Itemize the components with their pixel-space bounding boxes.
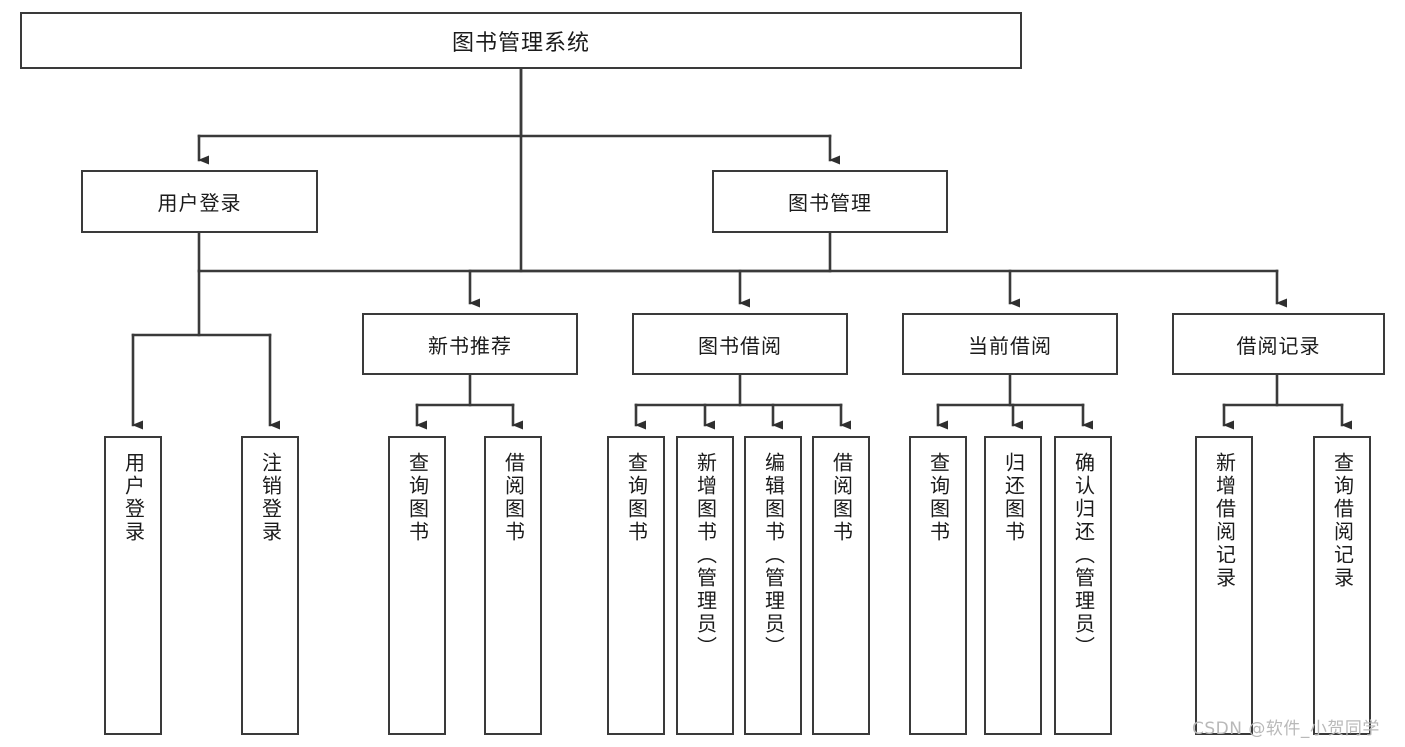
leaf-query-book-current-label: 查询图书 — [926, 452, 951, 544]
leaf-return-book-label: 归还图书 — [1001, 452, 1026, 544]
leaf-edit-book-admin[interactable]: 编辑图书（管理员） — [744, 436, 802, 735]
leaf-add-borrow-record-label: 新增借阅记录 — [1212, 452, 1237, 590]
leaf-return-book[interactable]: 归还图书 — [984, 436, 1042, 735]
leaf-query-book-recommend[interactable]: 查询图书 — [388, 436, 446, 735]
watermark: CSDN @软件_小贺同学 — [1192, 719, 1380, 739]
node-root-label: 图书管理系统 — [451, 30, 590, 56]
leaf-query-book-recommend-label: 查询图书 — [405, 452, 430, 544]
node-new-book-recommend[interactable]: 新书推荐 — [362, 313, 578, 375]
leaf-user-login[interactable]: 用户登录 — [104, 436, 162, 735]
leaf-edit-book-admin-label: 编辑图书（管理员） — [761, 452, 786, 659]
node-user-login[interactable]: 用户登录 — [81, 170, 318, 233]
leaf-borrow-book-recommend[interactable]: 借阅图书 — [484, 436, 542, 735]
node-borrow-record-label: 借阅记录 — [1236, 333, 1321, 358]
leaf-add-book-admin-label: 新增图书（管理员） — [693, 452, 718, 659]
node-user-login-label: 用户登录 — [157, 191, 242, 215]
node-current-borrow[interactable]: 当前借阅 — [902, 313, 1118, 375]
leaf-borrow-book-recommend-label: 借阅图书 — [501, 452, 526, 544]
node-current-borrow-label: 当前借阅 — [968, 333, 1052, 358]
leaf-query-borrow-record-label: 查询借阅记录 — [1330, 452, 1355, 590]
leaf-add-book-admin[interactable]: 新增图书（管理员） — [676, 436, 734, 735]
leaf-add-borrow-record[interactable]: 新增借阅记录 — [1195, 436, 1253, 735]
leaf-user-login-label: 用户登录 — [121, 452, 146, 544]
leaf-query-book-borrow-label: 查询图书 — [624, 452, 649, 544]
leaf-borrow-book-label: 借阅图书 — [829, 452, 854, 544]
leaf-query-book-borrow[interactable]: 查询图书 — [607, 436, 665, 735]
node-book-management-label: 图书管理 — [788, 191, 872, 215]
leaf-query-borrow-record[interactable]: 查询借阅记录 — [1313, 436, 1371, 735]
node-book-borrow[interactable]: 图书借阅 — [632, 313, 848, 375]
leaf-confirm-return-admin-label: 确认归还（管理员） — [1071, 452, 1096, 659]
node-book-management[interactable]: 图书管理 — [712, 170, 948, 233]
node-borrow-record[interactable]: 借阅记录 — [1172, 313, 1385, 375]
leaf-borrow-book[interactable]: 借阅图书 — [812, 436, 870, 735]
leaf-confirm-return-admin[interactable]: 确认归还（管理员） — [1054, 436, 1112, 735]
node-new-book-recommend-label: 新书推荐 — [428, 333, 512, 358]
node-root[interactable]: 图书管理系统 — [20, 12, 1022, 69]
leaf-query-book-current[interactable]: 查询图书 — [909, 436, 967, 735]
leaf-logout[interactable]: 注销登录 — [241, 436, 299, 735]
leaf-logout-label: 注销登录 — [258, 452, 283, 544]
node-book-borrow-label: 图书借阅 — [698, 333, 782, 358]
